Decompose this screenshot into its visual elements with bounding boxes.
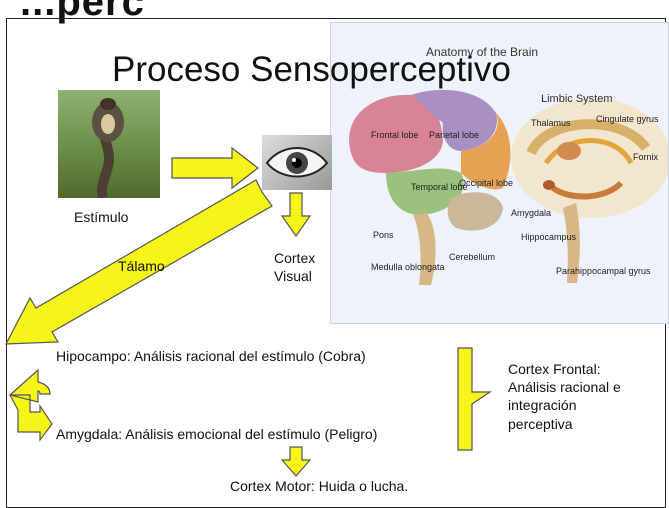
- partial-heading: ...perc: [20, 0, 145, 24]
- thalamus-arrow: [4, 179, 273, 345]
- hippocampus-text: Hipocampo: Análisis racional del estímul…: [56, 348, 366, 364]
- limbic-brainstem: [563, 203, 580, 283]
- cerebellum: [447, 192, 503, 231]
- parietal-lobe-label: Parietal lobe: [429, 130, 480, 140]
- limbic-system-title: Limbic System: [541, 93, 613, 105]
- frontal-cortex-line-4: perceptiva: [508, 415, 573, 432]
- frontal-lobe-label: Frontal lobe: [371, 130, 419, 140]
- cerebellum-label: Cerebellum: [449, 252, 496, 262]
- visual-cortex-label: Cortex Visual: [274, 250, 315, 285]
- temporal-lobe-label: Temporal lobe: [411, 182, 468, 192]
- eye-highlight: [292, 158, 296, 162]
- frontal-cortex-text: Cortex Frontal: Análisis racional e inte…: [508, 360, 621, 433]
- fornix: [543, 138, 634, 165]
- hippocampus: [551, 180, 624, 200]
- thalamus-label: Thalamus: [531, 118, 571, 128]
- motor-arrow: [280, 446, 312, 477]
- frontal-lobe: [349, 94, 443, 173]
- cingulate-gyrus: [526, 119, 651, 156]
- fornix-label: Fornix: [633, 152, 659, 162]
- hippocampus-label: Hippocampus: [521, 232, 577, 242]
- visual-cortex-line-2: Visual: [274, 267, 312, 284]
- thalamus-label: Tálamo: [118, 258, 165, 274]
- stimulus-label: Estímulo: [74, 209, 129, 225]
- frontal-cortex-line-1: Cortex Frontal:: [508, 361, 601, 377]
- cobra-image: [58, 90, 160, 198]
- eye-illustration: [265, 147, 329, 178]
- parahippocampal-gyrus-label: Parahippocampal gyrus: [556, 266, 651, 276]
- cingulate-gyrus-label: Cingulate gyrus: [596, 114, 659, 124]
- cobra-illustration: [92, 98, 124, 198]
- stimulus-to-eye-arrow: [171, 146, 259, 190]
- eye-to-cortex-arrow: [280, 192, 312, 238]
- frontal-cortex-line-3: integración: [508, 397, 577, 414]
- motor-cortex-text: Cortex Motor: Huida o lucha.: [230, 478, 409, 494]
- amygdala: [543, 180, 555, 190]
- cobra-head: [100, 98, 116, 110]
- thalamus: [557, 142, 581, 160]
- visual-cortex-line-1: Cortex: [274, 250, 316, 266]
- brainstem: [413, 213, 436, 285]
- frontal-cortex-line-2: Análisis racional e: [508, 379, 621, 396]
- amygdala-text: Amygdala: Análisis emocional del estímul…: [56, 426, 378, 442]
- brain-anatomy-title: Anatomy of the Brain: [426, 45, 539, 59]
- eye-image: [262, 135, 332, 190]
- frontal-bracket-arrow: [457, 347, 492, 451]
- brain-illustration: [349, 89, 668, 285]
- medulla-label: Medulla oblongata: [371, 262, 445, 272]
- temporal-lobe: [386, 168, 464, 215]
- occipital-lobe-label: Occipital lobe: [459, 178, 514, 188]
- occipital-lobe: [461, 113, 511, 190]
- pons-label: Pons: [373, 230, 394, 240]
- amygdala-label: Amygdala: [511, 208, 552, 218]
- brain-anatomy-image: Anatomy of the Brain Limbic System Front…: [330, 22, 669, 324]
- parietal-lobe: [411, 89, 497, 151]
- cobra-hood-mark: [101, 114, 115, 134]
- split-arrow: [8, 368, 53, 442]
- slide-title: Proceso Sensoperceptivo: [112, 50, 511, 89]
